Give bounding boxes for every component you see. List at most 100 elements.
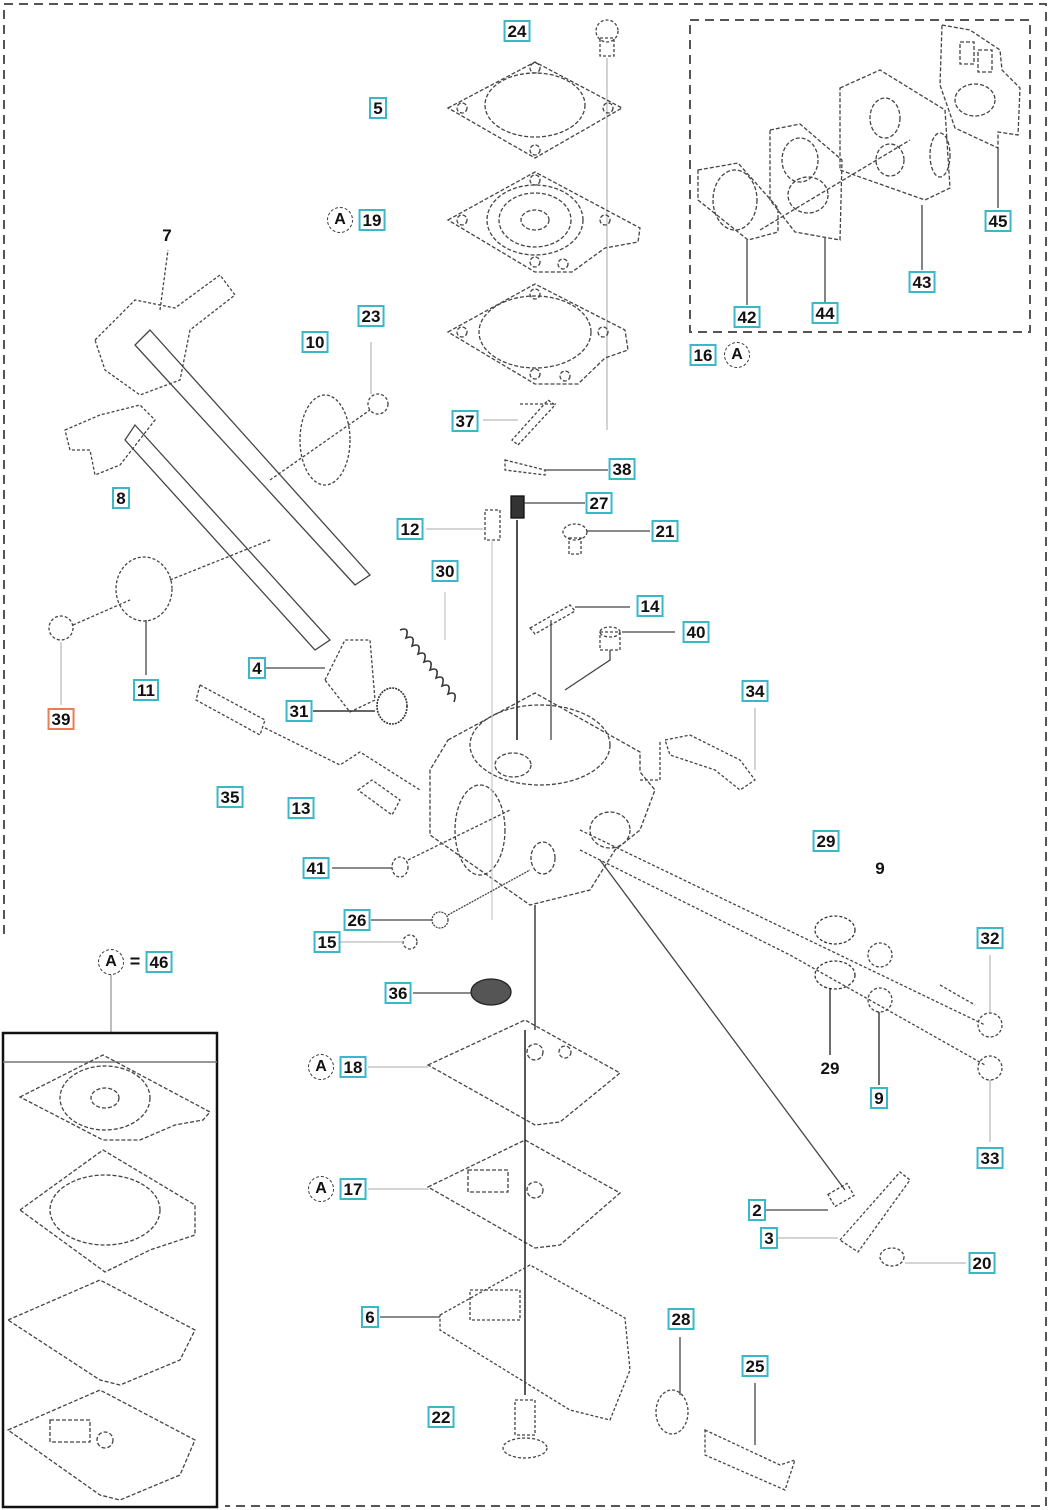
part-callout-31[interactable]: 31 [285,700,313,722]
metering-gasket-part-18 [368,1019,622,1126]
adjusting-screw-part-33 [579,849,1003,1142]
choke-spring-part-31 [313,687,408,725]
choke-shaft-part-8 [64,404,331,651]
part-callout-6[interactable]: 6 [361,1306,379,1328]
part-callout-42[interactable]: 42 [733,306,761,328]
lever-part-38 [504,459,608,476]
part-callout-40[interactable]: 40 [682,621,710,643]
axle-part-12 [426,509,501,920]
part-callout-45[interactable]: 45 [984,210,1012,232]
repair-kit-marker: A [327,207,353,233]
needle-part-37 [483,399,556,446]
adjusting-screw-part-32 [579,829,1003,1038]
screw-part-20 [879,1247,966,1267]
throttle-disc-part-10 [269,394,371,486]
repair-kit-legend-marker: A [98,949,124,975]
part-callout-11[interactable]: 11 [133,679,159,701]
intake-gasket-part-42 [697,162,779,241]
part-callout-20[interactable]: 20 [968,1252,996,1274]
pump-diaphragm-part-19 [446,171,641,273]
spring-part-27 [510,495,585,740]
swivel-part-2 [599,859,855,1211]
part-callout-15[interactable]: 15 [313,931,341,953]
part-callout-9[interactable]: 9 [875,859,885,878]
part-callout-25[interactable]: 25 [741,1355,769,1377]
cup-plug-part-40 [564,626,675,691]
part-callout-26[interactable]: 26 [343,909,371,931]
ball-part-15 [340,934,418,950]
part-callout-43[interactable]: 43 [908,271,936,293]
plug-part-41 [332,809,511,878]
part-callout-34[interactable]: 34 [741,680,769,702]
part-callout-10[interactable]: 10 [301,331,329,353]
part-callout-29[interactable]: 29 [820,1059,840,1078]
part-callout-23[interactable]: 23 [357,305,385,327]
repair-kit-marker: A [308,1176,334,1202]
carburetor-body [429,692,656,1030]
part-callout-28[interactable]: 28 [667,1308,695,1330]
cover-screw-part-22 [502,1399,548,1459]
part-callout-12[interactable]: 12 [396,518,424,540]
part-callout-29[interactable]: 29 [812,830,840,852]
part-callout-14[interactable]: 14 [636,595,664,617]
part-callout-5[interactable]: 5 [369,97,387,119]
spring-part-26 [371,869,531,929]
pump-cover-part-5 [446,61,624,159]
fuel-line-part-34 [640,708,756,791]
part-callout-44[interactable]: 44 [811,302,839,324]
part-callout-4[interactable]: 4 [248,657,266,679]
part-callout-3[interactable]: 3 [760,1227,778,1249]
part-callout-30[interactable]: 30 [431,560,459,582]
plunger-part-25 [704,1383,797,1491]
part-callout-19[interactable]: 19 [358,209,386,231]
lever-part-3 [775,1171,911,1253]
main-assembly-frame [3,3,1047,1507]
part-callout-32[interactable]: 32 [976,927,1004,949]
part-callout-16[interactable]: 16 [689,344,717,366]
intake-plate-part-44 [769,123,843,241]
throttle-shaft-part-7 [94,249,371,586]
part-callout-13[interactable]: 13 [287,797,315,819]
part-callout-21[interactable]: 21 [651,520,679,542]
repair-kit-equals-sign: = [129,951,141,972]
repair-kit-marker: A [724,342,750,368]
spring-part-28 [655,1337,689,1435]
part-callout-24[interactable]: 24 [503,20,531,42]
metering-cover-part-6 [380,1264,631,1421]
part-callout-27[interactable]: 27 [585,492,613,514]
intake-leader-lines [746,148,999,305]
part-callout-37[interactable]: 37 [451,410,479,432]
part-callout-8[interactable]: 8 [112,487,130,509]
pump-gasket-part-16 [446,283,629,385]
part-callout-39[interactable]: 39 [47,708,75,730]
part-callout-33[interactable]: 33 [976,1147,1004,1169]
choke-disc-part-11 [115,539,271,675]
part-callout-38[interactable]: 38 [608,458,636,480]
plug-part-13 [356,779,401,816]
part-callout-41[interactable]: 41 [302,857,330,879]
spring-leader-29 [829,988,880,1085]
filter-screen-part-36 [413,978,512,1006]
part-callout-18[interactable]: 18 [339,1056,367,1078]
part-callout-9[interactable]: 9 [870,1087,888,1109]
part-callout-36[interactable]: 36 [384,982,412,1004]
screw-part-21 [562,523,650,555]
nut-part-39 [48,599,131,705]
part-callout-22[interactable]: 22 [427,1406,455,1428]
part-callout-2[interactable]: 2 [748,1199,766,1221]
part-callout-7[interactable]: 7 [162,226,172,245]
screw-part-23 [367,342,389,415]
part-callout-35[interactable]: 35 [216,786,244,808]
part-callout-46[interactable]: 46 [145,951,173,973]
choke-lever-part-4 [265,639,376,713]
pin-part-35 [195,684,421,791]
intake-manifold-part-43 [759,69,951,231]
intake-gasket-part-45 [939,24,1021,150]
intake-group-frame [689,19,1031,333]
return-spring-part-30 [399,592,456,703]
screw-part-24 [595,19,619,430]
repair-kit-marker: A [308,1054,334,1080]
repair-kit-inset [1,975,219,1509]
part-callout-17[interactable]: 17 [339,1178,367,1200]
